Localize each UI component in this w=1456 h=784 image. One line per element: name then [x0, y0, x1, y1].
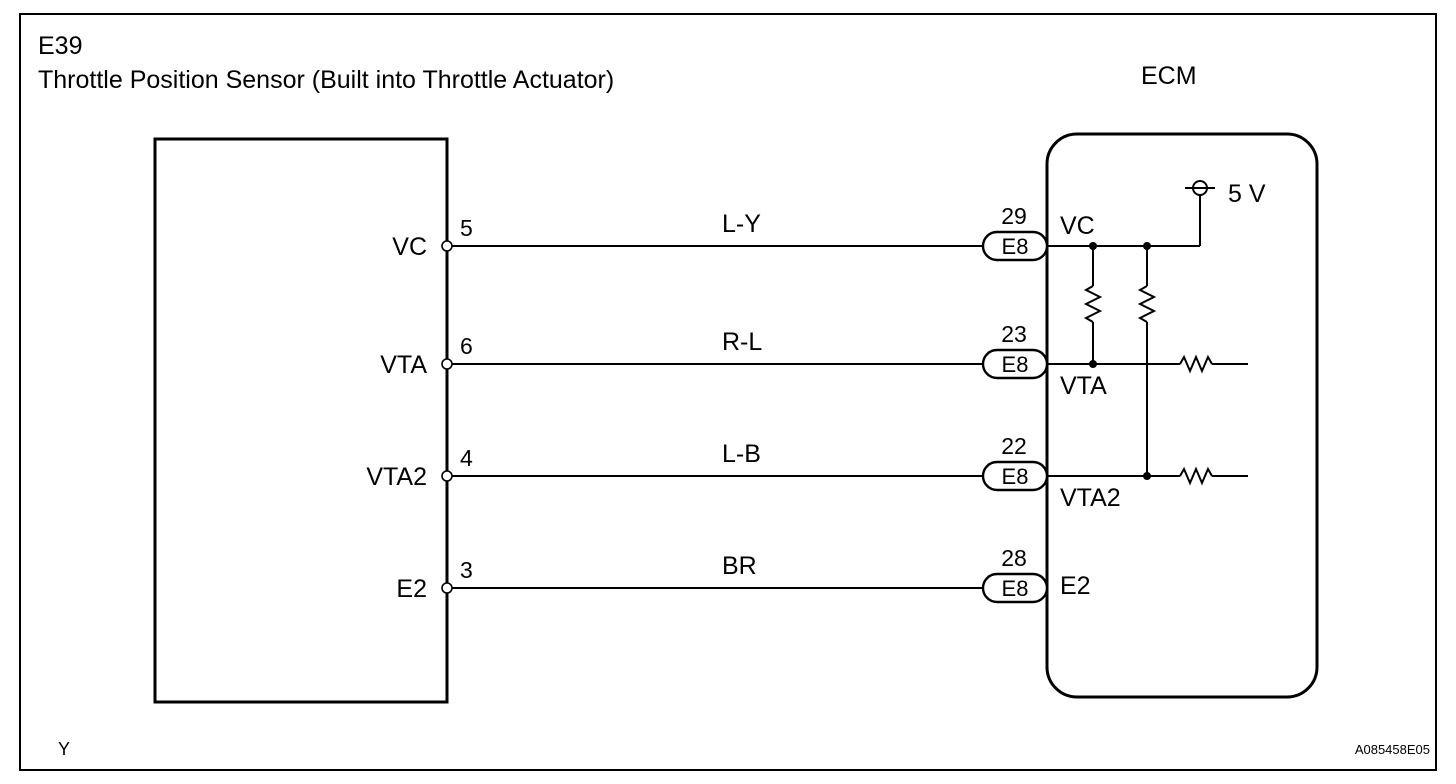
sensor-pin-number: 5 — [460, 215, 473, 241]
sensor-box — [153, 137, 449, 704]
wire-color-label: R-L — [722, 328, 762, 356]
wire-color-label: BR — [722, 552, 757, 580]
sensor-terminal-icon — [441, 470, 453, 482]
component-code: E39 — [38, 32, 82, 60]
connector-icon — [981, 572, 1049, 604]
sensor-terminal-label: VTA2 — [366, 463, 427, 491]
ecm-terminal-label: VTA2 — [1060, 484, 1121, 512]
resistor-icon — [1179, 354, 1213, 374]
ecm-pin-number: 28 — [1001, 545, 1027, 571]
sensor-terminal-label: E2 — [396, 575, 427, 603]
ecm-pin-number: 29 — [1001, 203, 1027, 229]
resistor-icon — [1179, 466, 1213, 486]
sensor-terminal-icon — [441, 240, 453, 252]
wire-color-label: L-Y — [722, 210, 761, 238]
wire-color-label: L-B — [722, 440, 761, 468]
component-name: Throttle Position Sensor (Built into Thr… — [38, 66, 614, 94]
ecm-terminal-label: VTA — [1060, 372, 1107, 400]
sensor-terminal-icon — [441, 358, 453, 370]
ecm-pin-number: 23 — [1001, 321, 1027, 347]
sensor-terminal-label: VTA — [380, 351, 427, 379]
sensor-pin-number: 4 — [460, 445, 473, 471]
sensor-pin-number: 6 — [460, 333, 473, 359]
supply-voltage-label: 5 V — [1228, 180, 1266, 208]
ecm-internal-circuit: 5 V — [1047, 180, 1266, 486]
connector-label: E8 — [1002, 234, 1029, 259]
ecm-pin-number: 22 — [1001, 433, 1027, 459]
resistor-icon — [1137, 285, 1157, 323]
figure-code: A085458E05 — [1355, 742, 1430, 757]
ecm-box — [1045, 132, 1319, 699]
sensor-terminal-label: VC — [392, 233, 427, 261]
ecm-terminal-label: E2 — [1060, 572, 1091, 600]
ecm-label: ECM — [1141, 62, 1197, 90]
sensor-terminal-icon — [441, 582, 453, 594]
connector-label: E8 — [1002, 576, 1029, 601]
footer-mark: Y — [58, 739, 70, 759]
connector-label: E8 — [1002, 464, 1029, 489]
ecm-terminal-label: VC — [1060, 212, 1095, 240]
sensor-pin-number: 3 — [460, 557, 473, 583]
diagram-frame — [19, 13, 1437, 771]
connector-label: E8 — [1002, 352, 1029, 377]
resistor-icon — [1083, 285, 1103, 323]
